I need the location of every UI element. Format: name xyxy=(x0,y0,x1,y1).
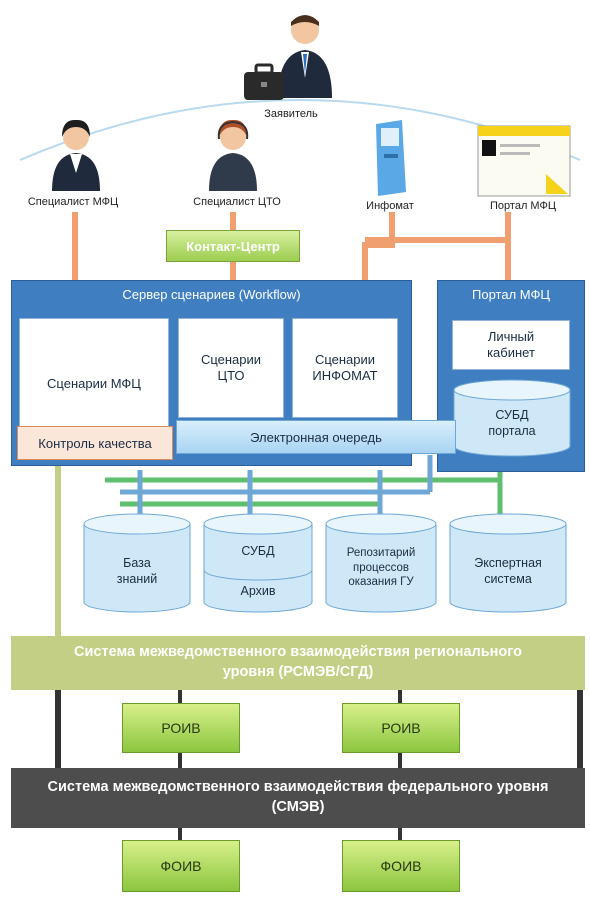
foiv-box-2: ФОИВ xyxy=(342,840,460,892)
repository-label: Репозитарий процессов оказания ГУ xyxy=(346,546,416,589)
infomat-kiosk-icon xyxy=(376,120,406,196)
cto-specialist-label: Специалист ЦТО xyxy=(193,196,281,208)
foiv-box-1: ФОИВ xyxy=(122,840,240,892)
applicant-person-icon xyxy=(278,15,332,98)
dbms-archive-cylinder xyxy=(203,513,313,613)
roiv-box-1: РОИВ xyxy=(122,703,240,753)
repository-cylinder xyxy=(325,513,437,613)
infomat-label: Инфомат xyxy=(366,200,414,212)
mfc-specialist-icon xyxy=(52,119,100,191)
expert-system-cylinder xyxy=(449,513,567,613)
portal-db-label: СУБД портала xyxy=(488,407,536,438)
knowledge-base-label: База знаний xyxy=(116,555,158,586)
electronic-queue-bar: Электронная очередь xyxy=(176,420,456,454)
workflow-server-title: Сервер сценариев (Workflow) xyxy=(122,287,301,302)
knowledge-base-cylinder xyxy=(83,513,191,613)
archive-label: Архив xyxy=(240,583,276,598)
cto-specialist-icon xyxy=(209,119,257,191)
personal-cabinet-card: Личный кабинет xyxy=(452,320,570,370)
contact-center-box: Контакт-Центр xyxy=(166,230,300,262)
applicant-label: Заявитель xyxy=(264,108,318,120)
portal-db-cylinder xyxy=(453,379,571,457)
portal-panel-title: Портал МФЦ xyxy=(472,287,550,302)
portal-screen-icon xyxy=(477,125,571,197)
roiv-box-2: РОИВ xyxy=(342,703,460,753)
scenario-cto-card: Сценарии ЦТО xyxy=(178,318,284,418)
federal-system-bar: Система межведомственного взаимодействия… xyxy=(11,768,585,828)
briefcase-icon xyxy=(244,63,284,100)
mfc-specialist-label: Специалист МФЦ xyxy=(27,196,119,208)
dbms-label: СУБД xyxy=(241,543,275,558)
portal-label: Портал МФЦ xyxy=(490,200,556,212)
scenario-infomat-card: Сценарии ИНФОМАТ xyxy=(292,318,398,418)
quality-control-box: Контроль качества xyxy=(17,426,173,460)
regional-system-bar: Система межведомственного взаимодействия… xyxy=(11,636,585,690)
expert-system-label: Экспертная система xyxy=(474,555,542,586)
